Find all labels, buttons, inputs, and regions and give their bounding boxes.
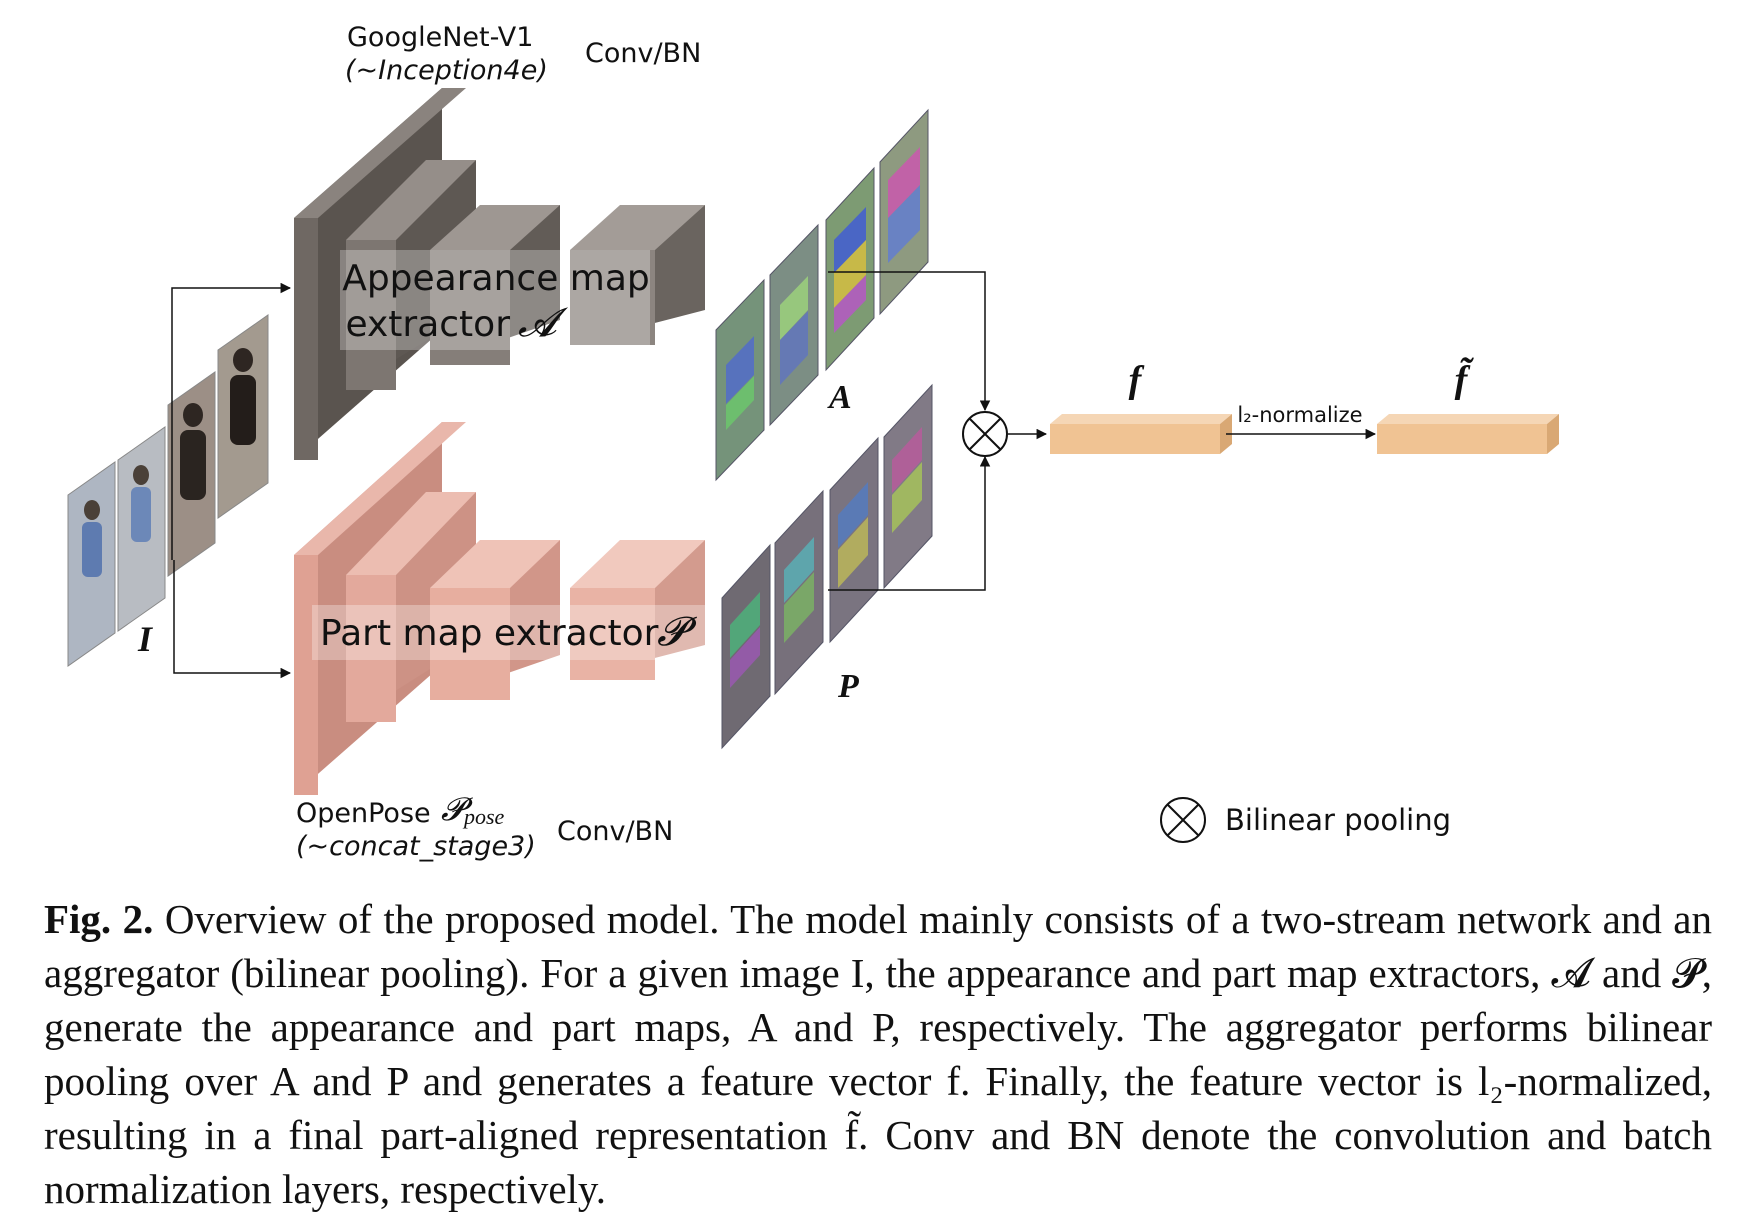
appearance-backbone-layer: (~Inception4e): [345, 55, 548, 86]
final-feature-label: f̃: [1455, 357, 1475, 401]
part-backbone-subscript: pose: [462, 804, 505, 829]
map-patch: [730, 627, 760, 688]
map-patch: [834, 275, 866, 333]
person-body-3: [180, 430, 206, 500]
map-patch: [834, 240, 866, 308]
part-extractor-box: [312, 605, 707, 660]
legend: Bilinear pooling: [1160, 797, 1451, 843]
map-patch: [892, 427, 922, 493]
person-head-2: [133, 465, 149, 485]
caption-text: Overview of the proposed model. The mode…: [44, 896, 1713, 1212]
part-head-label: Conv/BN: [557, 816, 673, 847]
feature-vector-f: [1050, 414, 1232, 454]
person-head-3: [183, 403, 203, 427]
figure-caption: Fig. 2. Overview of the proposed model. …: [44, 892, 1712, 1216]
appearance-stream: Appearance map extractor 𝓐: [294, 88, 705, 460]
person-body-2: [131, 487, 151, 542]
input-label: I: [137, 619, 154, 659]
map-patch: [780, 311, 808, 385]
person-head-4: [233, 348, 253, 372]
appearance-extractor-box: [340, 250, 650, 350]
caption-label: Fig. 2.: [44, 896, 154, 942]
input-image-stack: I: [67, 314, 269, 667]
appearance-map-label: A: [827, 379, 852, 416]
appearance-head-label: Conv/BN: [585, 38, 701, 69]
bilinear-pooling-operator: [962, 411, 1008, 457]
legend-operator-icon: [1160, 797, 1206, 843]
feature-label: f: [1129, 359, 1145, 401]
arrow-input-to-appearance: [171, 282, 292, 560]
map-patch: [784, 537, 814, 603]
part-stream: Part map extractor 𝓟: [294, 422, 707, 795]
map-patch: [888, 147, 920, 218]
part-maps: P: [721, 383, 933, 750]
appearance-backbone-name: GoogleNet-V1: [347, 22, 533, 53]
part-extractor-text: Part map extractor: [320, 613, 659, 654]
map-patch: [780, 276, 808, 340]
person-head-1: [84, 500, 100, 520]
arrow-appearance-to-pooling: [828, 271, 991, 412]
map-patch: [784, 572, 814, 643]
part-map-label: P: [837, 668, 859, 705]
appearance-maps: A: [715, 108, 929, 482]
model-diagram: I Appearance map extractor 𝓐 GoogleNet-V…: [67, 22, 1559, 862]
legend-text: Bilinear pooling: [1225, 803, 1451, 837]
arrow-input-to-part: [173, 560, 292, 679]
person-body-4: [230, 375, 256, 445]
arrow-part-to-pooling: [828, 455, 991, 591]
appearance-extractor-line1: Appearance map: [342, 258, 650, 299]
map-patch: [838, 482, 868, 548]
person-body-1: [82, 522, 102, 577]
map-patch: [892, 462, 922, 533]
normalize-label: l₂-normalize: [1237, 403, 1362, 427]
part-backbone-name: OpenPose: [296, 798, 431, 829]
map-patch: [838, 517, 868, 588]
final-feature-vector: [1377, 414, 1559, 454]
map-patch: [726, 336, 754, 404]
map-patch: [726, 376, 754, 430]
appearance-extractor-line2: extractor: [345, 304, 510, 345]
part-backbone-layer: (~concat_stage3): [296, 831, 536, 862]
map-patch: [888, 185, 920, 263]
map-patch: [730, 592, 760, 658]
map-patch: [834, 207, 866, 273]
